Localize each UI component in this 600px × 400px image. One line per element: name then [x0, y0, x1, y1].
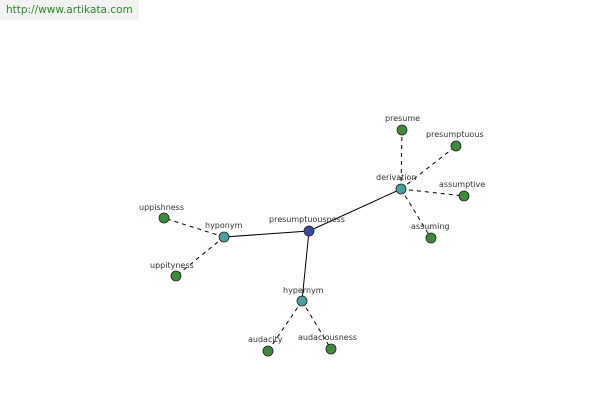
node-presumptuousness[interactable]: [303, 225, 315, 237]
edge-derivation-presumptuous: [400, 145, 457, 190]
label-presumptuousness: presumptuousness: [269, 215, 345, 224]
edge-hyponym-uppityness: [175, 236, 225, 277]
edges-layer: [163, 129, 465, 352]
label-hyponym: hyponym: [205, 221, 243, 230]
label-presumptuous: presumptuous: [426, 130, 484, 139]
node-audaciousness[interactable]: [325, 343, 337, 355]
node-presume[interactable]: [396, 124, 408, 136]
node-assumptive[interactable]: [458, 190, 470, 202]
edge-derivation-assumptive: [400, 188, 465, 197]
watermark-url: http://www.artikata.com: [0, 0, 139, 20]
label-presume: presume: [385, 114, 420, 123]
label-uppityness: uppityness: [150, 261, 194, 270]
edge-hyponym-uppishness: [163, 217, 225, 238]
label-assuming: assuming: [411, 222, 449, 231]
edge-presumptuousness-derivation: [308, 188, 402, 232]
nodes-layer: [158, 124, 470, 357]
node-hyponym[interactable]: [218, 231, 230, 243]
label-hypernym: hypernym: [283, 286, 324, 295]
edge-derivation-presume: [400, 129, 403, 190]
edge-hypernym-audaciousness: [301, 300, 332, 350]
node-hypernym[interactable]: [296, 295, 308, 307]
label-audaciousness: audaciousness: [298, 333, 357, 342]
node-presumptuous[interactable]: [450, 140, 462, 152]
node-derivation[interactable]: [395, 183, 407, 195]
label-uppishness: uppishness: [139, 203, 184, 212]
edge-presumptuousness-hyponym: [223, 230, 310, 238]
labels-layer: presumptuousness derivation hyponym hyperny…: [139, 114, 485, 344]
edge-presumptuousness-hypernym: [301, 230, 310, 302]
label-assumptive: assumptive: [439, 180, 485, 189]
node-uppityness[interactable]: [170, 270, 182, 282]
label-derivation: derivation: [376, 173, 416, 182]
node-uppishness[interactable]: [158, 212, 170, 224]
edge-hypernym-audacity: [267, 300, 303, 352]
edge-derivation-assuming: [400, 188, 432, 239]
node-assuming[interactable]: [425, 232, 437, 244]
node-audacity[interactable]: [262, 345, 274, 357]
label-audacity: audacity: [248, 335, 283, 344]
